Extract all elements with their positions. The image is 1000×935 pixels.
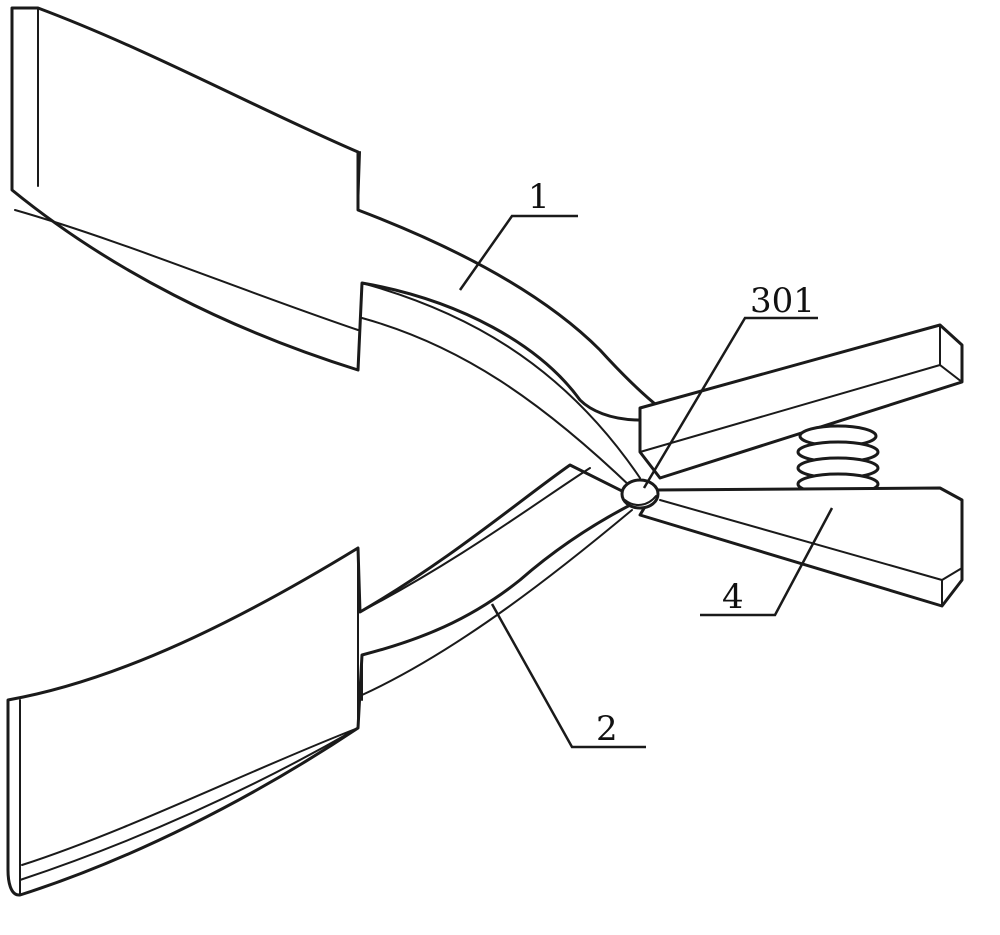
leader-2 xyxy=(490,603,646,749)
leader-4 xyxy=(700,507,834,617)
lower-jaw-edge xyxy=(659,499,963,607)
leader-1 xyxy=(458,214,578,291)
leader-lines xyxy=(458,214,834,749)
lower-handle-bevel xyxy=(19,467,633,881)
pivot-pin xyxy=(620,478,660,510)
leader-301 xyxy=(642,316,818,489)
lower-grip-face xyxy=(6,463,642,897)
upper-jaw-edge xyxy=(639,324,963,453)
upper-grip-face xyxy=(10,6,662,422)
label-part-4: 4 xyxy=(722,577,744,617)
upper-grip-edge xyxy=(11,7,39,191)
lower-jaw xyxy=(638,486,964,608)
upper-handle-bevel xyxy=(14,209,641,489)
upper-handle-shoulder xyxy=(357,151,361,211)
lower-handle xyxy=(6,463,642,897)
upper-handle xyxy=(10,6,662,489)
upper-jaw xyxy=(638,323,964,480)
lower-jaw-body xyxy=(638,486,964,608)
label-part-301: 301 xyxy=(750,281,815,321)
label-part-1: 1 xyxy=(528,177,550,217)
lower-grip-edge xyxy=(19,547,363,896)
label-part-2: 2 xyxy=(596,709,618,749)
